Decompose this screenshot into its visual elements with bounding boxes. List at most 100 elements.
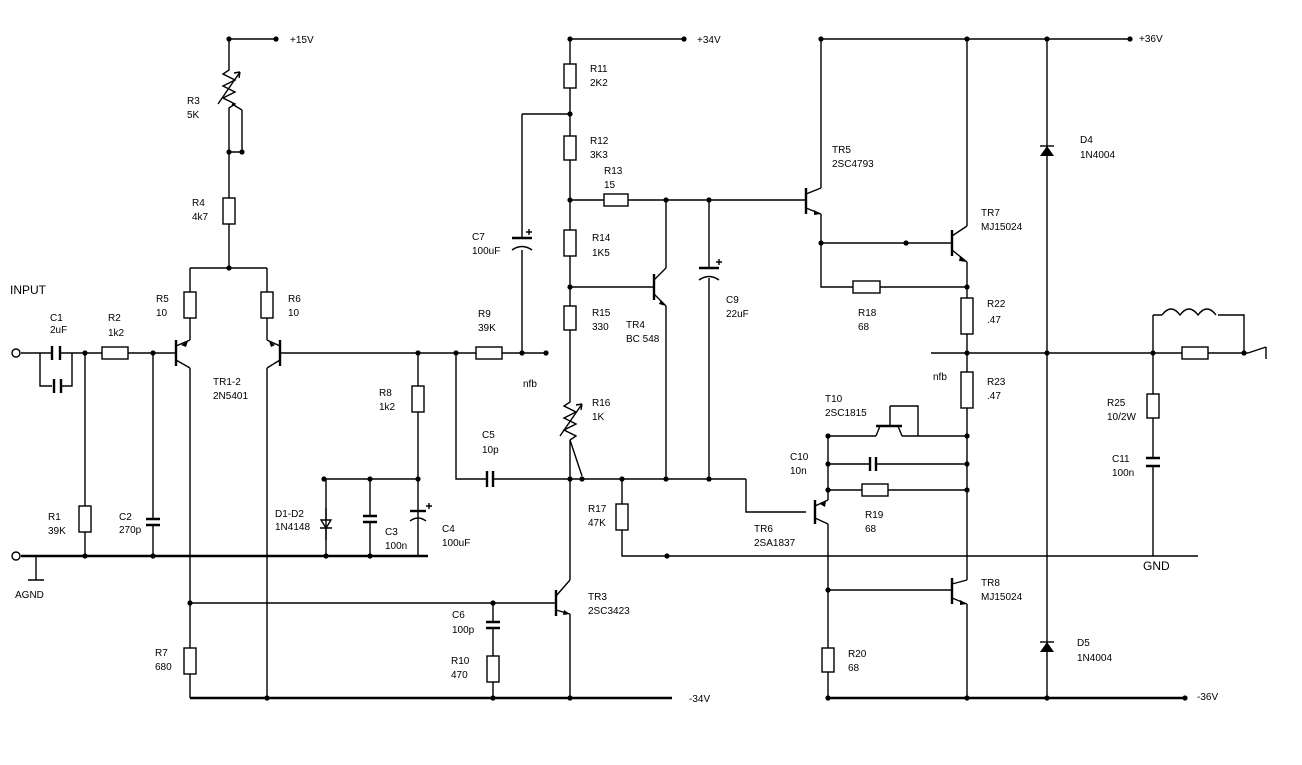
label-components-r2-ref: R2 [108,313,121,324]
label-components-c7-ref: C7 [472,232,485,243]
label-components-c11-ref: C11 [1112,454,1130,465]
label-components-r14-val: 1K5 [592,248,610,259]
resistor-R9 [475,346,503,360]
label-components-r3-val: 5K [187,110,200,121]
capacitor-C2 [146,517,160,527]
label-components-r25-val: 10/2W [1107,412,1136,423]
label-components-r12-ref: R12 [590,136,609,147]
label-components-tr8-ref: TR8 [981,578,1000,589]
label-components-r5-val: 10 [156,308,168,319]
label-components-r17-val: 47K [588,518,606,529]
capacitor-C1a [50,346,62,360]
label-components-tr8-val: MJ15024 [981,592,1023,603]
label-components-c5-val: 10p [482,445,499,456]
label-components-r1-ref: R1 [48,512,61,523]
resistor-R2 [101,346,129,360]
label-components-r16-val: 1K [592,412,605,423]
label-components-tr4-ref: TR4 [626,320,645,331]
label-components-r6-val: 10 [288,308,300,319]
label-minus34v: -34V [689,694,710,705]
label-components-r10-val: 470 [451,670,468,681]
capacitor-C1b [52,379,63,393]
label-components-d4-val: 1N4004 [1080,150,1115,161]
label-plus36v: +36V [1139,34,1163,45]
capacitor-C10 [868,457,878,471]
transistor-TR5 [804,187,822,215]
label-components-tr12-ref: TR1-2 [213,377,241,388]
label-plus15v: +15V [290,35,314,46]
label-components-r18-ref: R18 [858,308,877,319]
label-components-tr3-val: 2SC3423 [588,606,630,617]
label-nfb-right: nfb [933,372,947,383]
label-gnd: GND [1143,559,1170,573]
label-components-c3-val: 100n [385,541,407,552]
label-nfb-left: nfb [523,379,537,390]
label-components-r10-ref: R10 [451,656,470,667]
transistor-TR6 [813,499,829,525]
diodes [319,145,1054,652]
label-components-r4-ref: R4 [192,198,205,209]
label-components-r23-val: .47 [987,391,1001,402]
label-components-tr5-val: 2SC4793 [832,159,874,170]
resistor-R25 [1146,393,1160,419]
label-components-d12-val: 1N4148 [275,522,310,533]
label-components-tr3-ref: TR3 [588,592,607,603]
label-components-r23-ref: R23 [987,377,1006,388]
capacitors [40,229,1160,630]
capacitor-C6 [486,620,500,630]
resistor-R7 [183,647,197,675]
label-components-r25-ref: R25 [1107,398,1126,409]
label-components-c7-val: 100uF [472,246,500,257]
resistor-R19 [861,483,889,497]
label-components-r5-ref: R5 [156,294,169,305]
label-components-r12-val: 3K3 [590,150,608,161]
transistors [174,187,968,616]
label-components-c1-val: 2uF [50,325,67,336]
output-inductor [1161,308,1217,317]
label-components-r7-val: 680 [155,662,172,673]
label-components-r19-ref: R19 [865,510,884,521]
transistor-TR1 [174,339,191,369]
resistor-R13 [603,193,629,207]
label-components-r7-ref: R7 [155,648,168,659]
capacitor-C3 [363,514,377,524]
transistor-TR3 [554,579,571,616]
label-components-c6-ref: C6 [452,610,465,621]
label-components-r20-val: 68 [848,663,860,674]
label-components-c5-ref: C5 [482,430,495,441]
label-components-c9-ref: C9 [726,295,739,306]
wires [21,38,1248,700]
trimmer-R3 [217,60,243,120]
label-components-c1-ref: C1 [50,313,63,324]
resistor-R10 [486,655,500,683]
label-agnd: AGND [15,590,44,601]
label-components-r8-val: 1k2 [379,402,396,413]
label-components-r6-ref: R6 [288,294,301,305]
label-components-tr6-ref: TR6 [754,524,773,535]
label-components-c3-ref: C3 [385,527,398,538]
capacitor-C7 [511,229,533,251]
label-components-r4-val: 4k7 [192,212,209,223]
label-components-tr4-val: BC 548 [626,334,660,345]
resistor-R20 [821,647,835,673]
resistor-R1 [78,505,92,533]
label-components-tr12-val: 2N5401 [213,391,248,402]
label-components-r22-val: .47 [987,315,1001,326]
label-components-r14-ref: R14 [592,233,611,244]
label-components-r22-ref: R22 [987,299,1006,310]
resistor-R8 [411,385,425,413]
resistors [78,60,1209,683]
label-components-tr5-ref: TR5 [832,145,851,156]
resistor-R18 [852,280,881,294]
resistor-R4 [222,197,236,225]
resistor-R6 [260,291,274,319]
resistor-R17 [615,503,629,531]
label-components-r13-ref: R13 [604,166,623,177]
resistor-R11 [563,63,577,89]
label-components-tr7-ref: TR7 [981,208,1000,219]
transistor-T10 [875,420,903,437]
label-components-r19-val: 68 [865,524,877,535]
label-components-c9-val: 22uF [726,309,749,320]
label-input: INPUT [10,283,47,297]
label-components-r11-val: 2K2 [590,78,608,89]
